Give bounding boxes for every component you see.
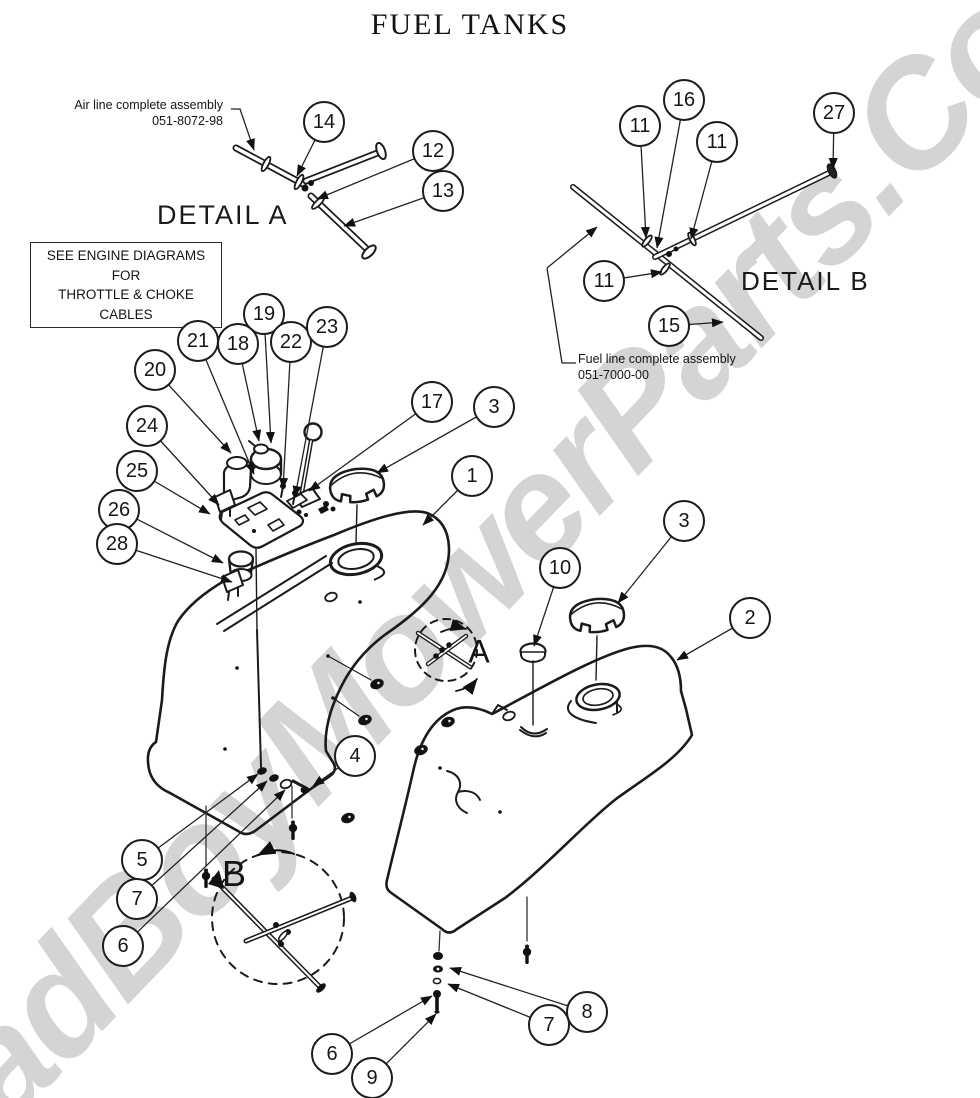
- callout-3: 3: [663, 500, 705, 542]
- callout-3: 3: [473, 386, 515, 428]
- detail-b-label: DETAIL B: [741, 266, 870, 296]
- callout-2: 2: [729, 597, 771, 639]
- fuel-line-note: Fuel line complete assembly 051-7000-00: [578, 351, 736, 384]
- callout-6: 6: [102, 925, 144, 967]
- right-fuel-tank-drawing: [385, 595, 694, 934]
- callout-18: 18: [217, 323, 259, 365]
- callout-8: 8: [566, 991, 608, 1033]
- detail-a-air-line-drawing: [232, 141, 387, 260]
- callout-5: 5: [121, 839, 163, 881]
- air-line-note: Air line complete assembly 051-8072-98: [70, 97, 223, 130]
- callout-9: 9: [351, 1057, 393, 1098]
- callout-16: 16: [663, 79, 705, 121]
- callout-24: 24: [126, 405, 168, 447]
- callout-7: 7: [116, 878, 158, 920]
- mounting-hardware: [201, 767, 532, 1014]
- callout-15: 15: [648, 305, 690, 347]
- detail-a-reference-circle: [414, 618, 478, 695]
- callout-11: 11: [583, 260, 625, 302]
- page-title: FUEL TANKS: [370, 8, 570, 41]
- callout-20: 20: [134, 349, 176, 391]
- engine-note-line2: THROTTLE & CHOKE CABLES: [58, 287, 194, 322]
- callout-17: 17: [411, 381, 453, 423]
- callout-4: 4: [334, 735, 376, 777]
- fuel-line-note-line2: 051-7000-00: [578, 368, 649, 383]
- callout-22: 22: [270, 321, 312, 363]
- callout-12: 12: [412, 130, 454, 172]
- callout-1: 1: [451, 455, 493, 497]
- engine-note-line1: SEE ENGINE DIAGRAMS FOR: [46, 248, 206, 283]
- control-panel-assembly: [214, 422, 336, 631]
- detail-a-label: DETAIL A: [157, 200, 289, 230]
- callout-leader-lines: [116, 99, 838, 1079]
- callout-27: 27: [813, 92, 855, 134]
- callout-13: 13: [422, 170, 464, 212]
- detail-b-reference-circle: [208, 841, 357, 993]
- callout-14: 14: [303, 101, 345, 143]
- callout-21: 21: [177, 320, 219, 362]
- detail-b-pointer-letter: B: [221, 853, 247, 894]
- callout-23: 23: [306, 306, 348, 348]
- callout-6: 6: [311, 1033, 353, 1075]
- detail-b-fuel-line-drawing: [570, 163, 838, 341]
- air-line-note-line2: 051-8072-98: [152, 114, 223, 129]
- callout-28: 28: [96, 523, 138, 565]
- fuel-line-note-line1: Fuel line complete assembly: [578, 352, 736, 366]
- callout-25: 25: [116, 450, 158, 492]
- engine-note-box: SEE ENGINE DIAGRAMS FOR THROTTLE & CHOKE…: [30, 242, 222, 329]
- callout-11: 11: [619, 105, 661, 147]
- detail-a-pointer-letter: A: [468, 633, 490, 670]
- callout-7: 7: [528, 1004, 570, 1046]
- air-line-note-line1: Air line complete assembly: [74, 98, 223, 112]
- callout-11: 11: [696, 121, 738, 163]
- left-fuel-tank-drawing: [146, 464, 451, 836]
- callout-10: 10: [539, 547, 581, 589]
